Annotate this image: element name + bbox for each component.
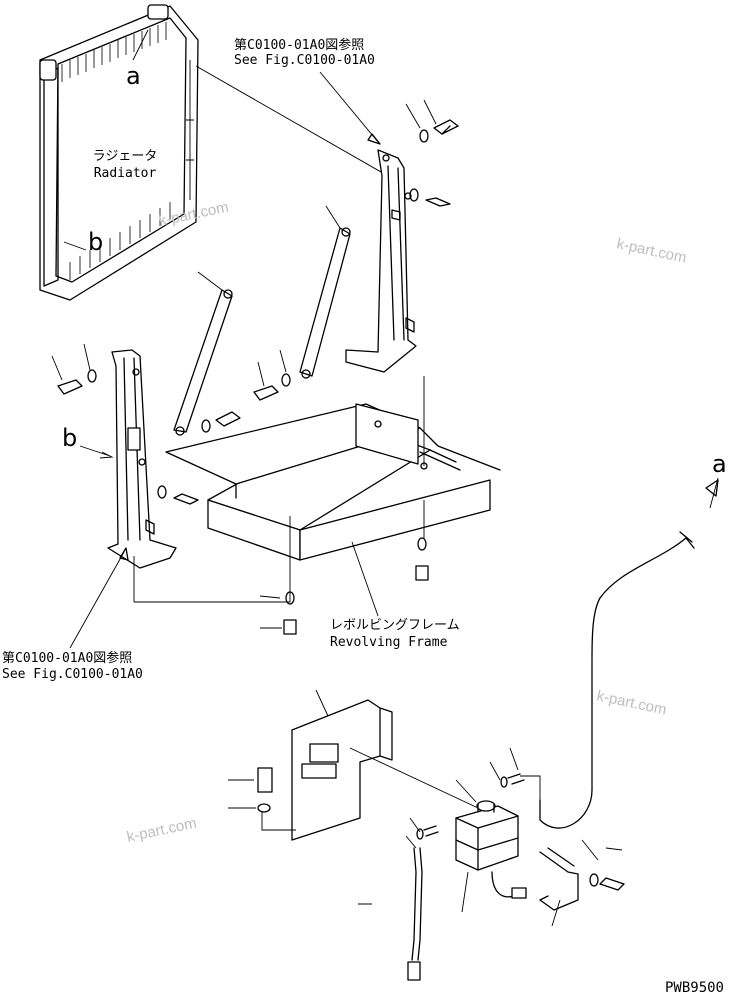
stay-rod-left [173,271,233,436]
tank-stay [539,847,625,911]
svg-text:Radiator: Radiator [94,166,157,181]
svg-text:ラジェータ: ラジェータ [93,149,158,164]
radiator [39,4,199,301]
stay-rod-right [299,205,351,379]
radiator-label: ラジェータ Radiator [93,149,158,181]
callout-a-hose: a [712,450,727,478]
callout-b-stay-leader [79,445,114,459]
tank-bracket [291,689,393,841]
watermark-3: k-part.com [595,687,668,718]
callout-b-leader [63,241,87,251]
bolt-top-right [405,99,459,143]
tank-leaders [409,747,623,927]
svg-text:第C0100-01A0図参照: 第C0100-01A0図参照 [2,650,132,666]
arrow-a [705,479,719,497]
hose-end [679,531,695,549]
bolt-rod-low [201,411,241,433]
svg-text:See Fig.C0100-01A0: See Fig.C0100-01A0 [2,667,143,682]
ref-top: 第C0100-01A0図参照 See Fig.C0100-01A0 [234,37,381,145]
svg-text:Revolving Frame: Revolving Frame [330,635,448,650]
hose-clamps [416,773,541,840]
leader-bracket-tank [349,747,479,809]
bolt-mid-right [409,188,451,207]
left-stay [107,349,177,569]
watermark-4: k-part.com [125,815,198,846]
svg-text:レボルビングフレーム: レボルビングフレーム [330,618,460,633]
callout-a-leader [132,29,149,61]
watermark-2: k-part.com [615,235,688,266]
bolt-rod-mid [253,349,291,401]
overflow-hose [539,537,687,829]
drawing-code: PWB9500 [665,980,724,996]
svg-text:See Fig.C0100-01A0: See Fig.C0100-01A0 [234,53,375,68]
callout-b-radiator: b [88,228,103,256]
revolving-frame [133,376,501,603]
bolt-left-lower [157,485,199,505]
drain-hose [358,835,423,981]
callout-b-stay: b [62,424,77,452]
bolt-frame-left [259,591,297,635]
ref-bottom: 第C0100-01A0図参照 See Fig.C0100-01A0 [2,547,143,682]
callout-a-hose-leader [709,477,719,509]
callout-a-radiator: a [126,62,141,90]
leader-radiator-bracket [195,65,389,177]
reserve-tank [455,800,527,899]
bolt-frame-right [415,500,429,581]
svg-text:第C0100-01A0図参照: 第C0100-01A0図参照 [234,37,364,53]
frame-label: レボルビングフレーム Revolving Frame [330,541,460,650]
right-stay [345,149,417,373]
bolt-bracket [228,767,296,831]
bolt-left-upper [51,343,97,395]
